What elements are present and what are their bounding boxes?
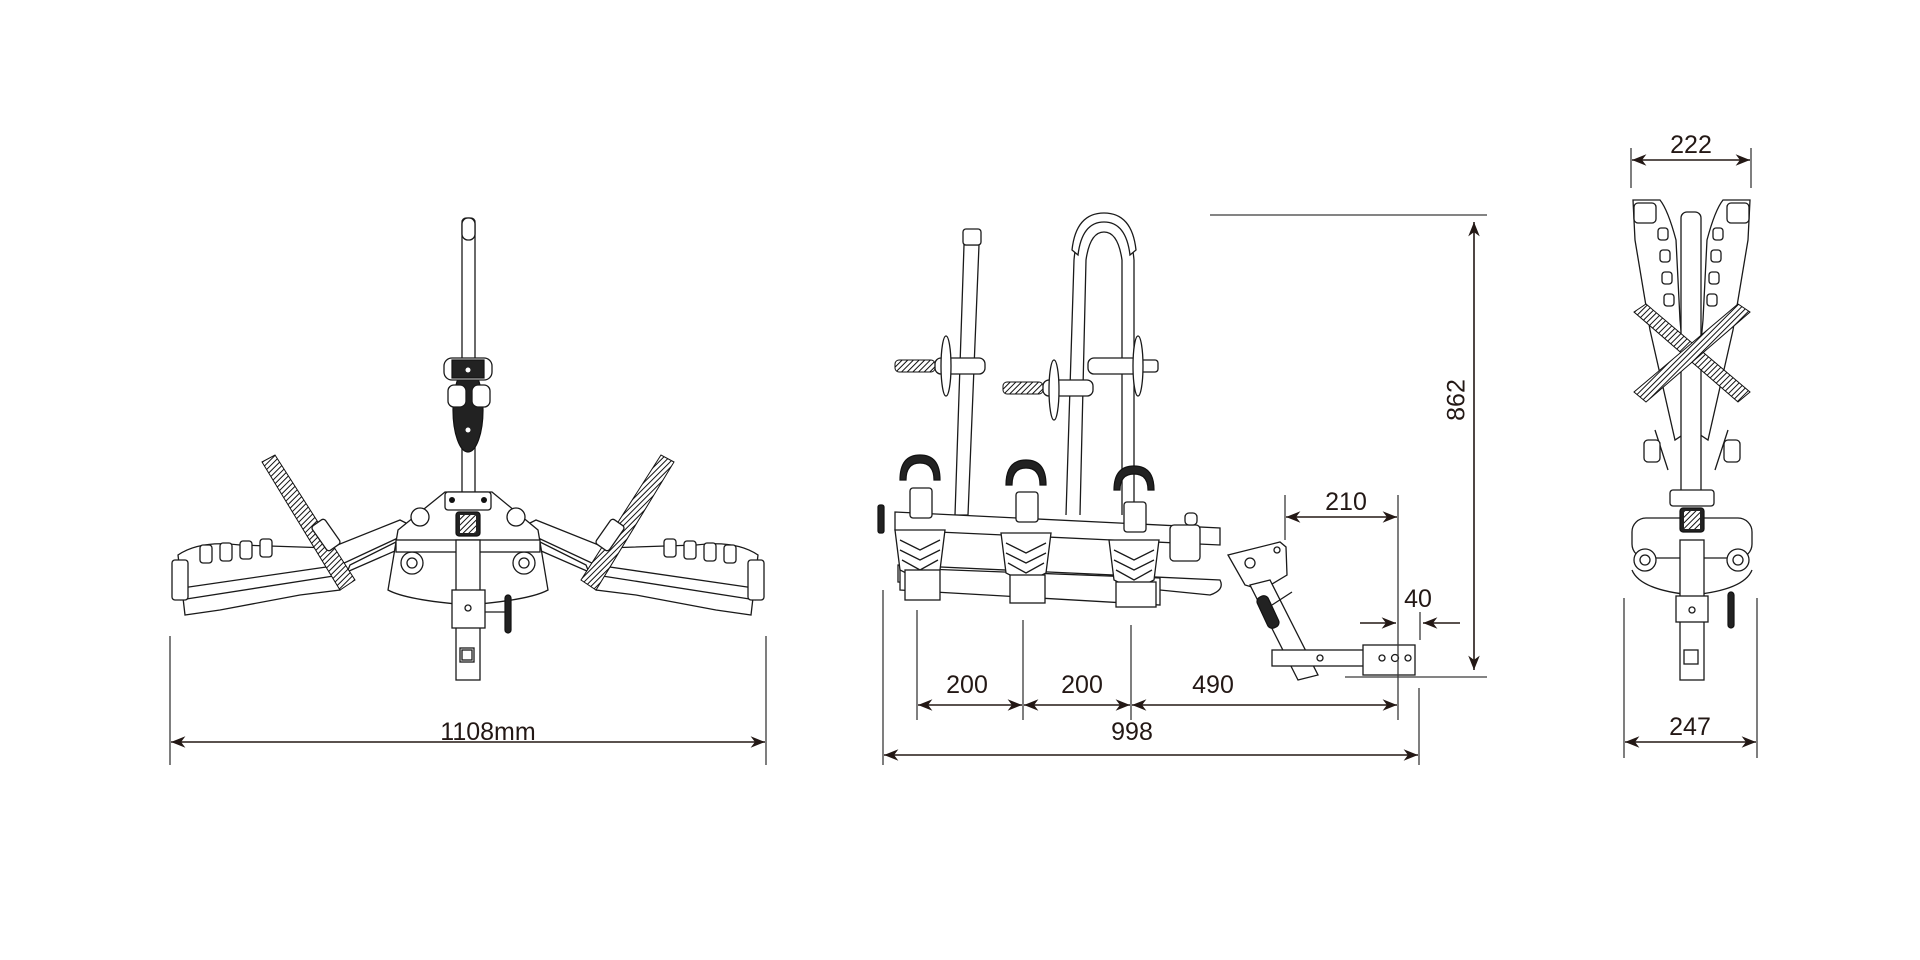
dim-label-bottom-width: 247 xyxy=(1669,713,1711,741)
dim-label-overall-length: 998 xyxy=(1111,718,1153,746)
dim-label-overall-width: 1108mm xyxy=(440,718,536,746)
dim-label-overall-height: 862 xyxy=(1442,379,1471,421)
wheel-cradle xyxy=(1000,459,1052,604)
dim-label-top-width: 222 xyxy=(1670,131,1712,159)
front-dimension-lines xyxy=(169,636,767,765)
side-view xyxy=(877,212,1416,681)
front-view xyxy=(171,217,765,681)
dim-label-cradle-to-pin: 490 xyxy=(1192,671,1234,699)
side-dimension-lines xyxy=(882,214,1487,765)
dim-label-cradle-spacing-2: 200 xyxy=(1061,671,1103,699)
dim-label-pivot-to-pin: 210 xyxy=(1325,488,1367,516)
folded-dimension-lines xyxy=(1623,148,1758,758)
wheel-cradle xyxy=(894,454,946,601)
wheel-cradle xyxy=(1108,465,1160,608)
dim-label-pin-to-end: 40 xyxy=(1404,585,1432,613)
dim-label-cradle-spacing-1: 200 xyxy=(946,671,988,699)
folded-view xyxy=(1631,199,1753,681)
